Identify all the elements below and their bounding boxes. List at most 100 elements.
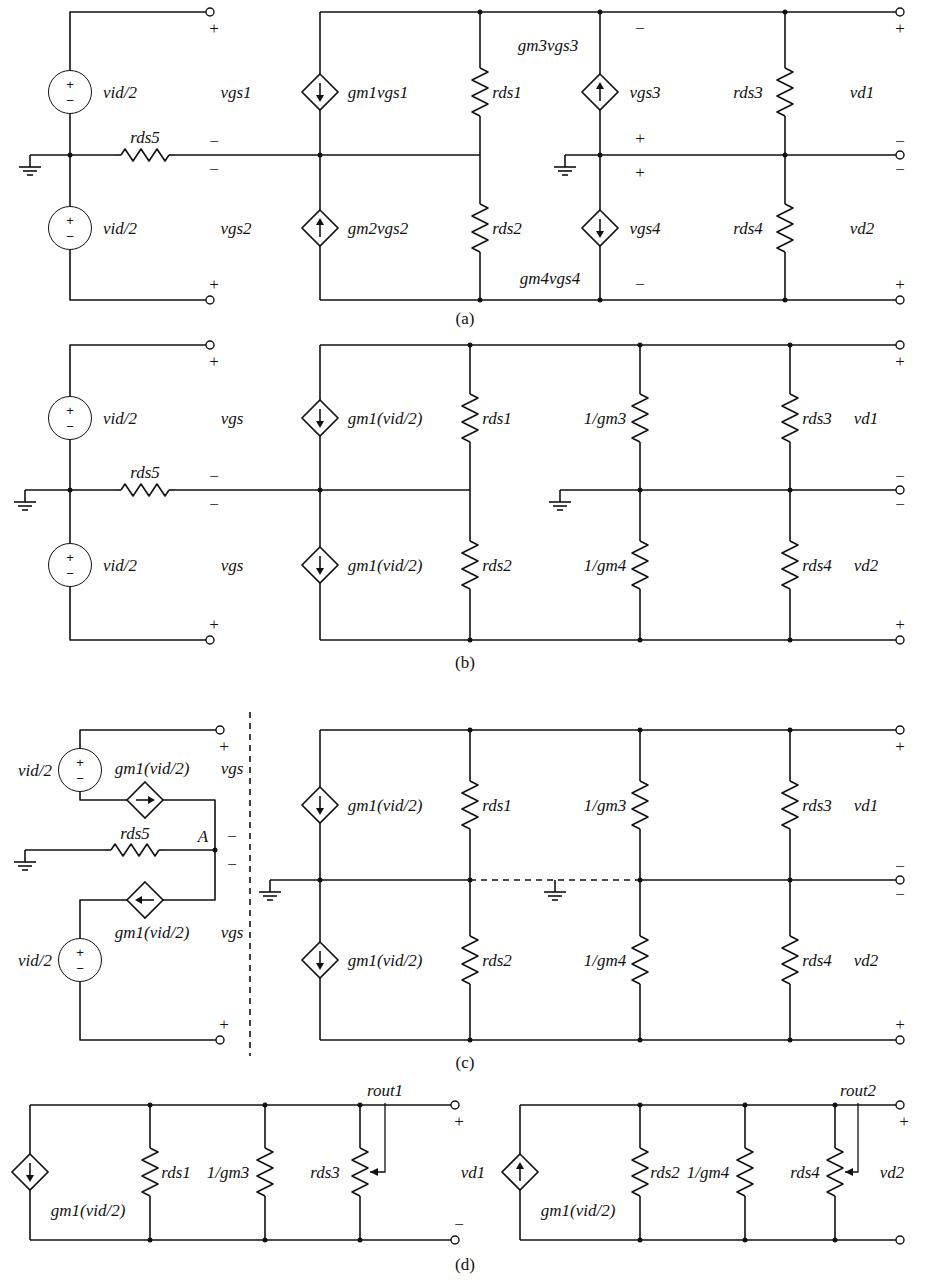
junction-dot [783, 153, 788, 158]
current-arrow [136, 799, 149, 801]
wire [319, 155, 321, 210]
resistor-symbol [632, 1148, 648, 1196]
leader-arrowhead [370, 1168, 378, 1176]
wire [640, 879, 896, 881]
resistor-symbol [632, 781, 648, 829]
wire [520, 1104, 896, 1106]
circuit-label: rds2 [482, 557, 512, 574]
wire [784, 116, 786, 155]
polarity-sign: − [895, 133, 905, 150]
wire [639, 1105, 641, 1148]
wire [70, 345, 206, 396]
polarity-sign: − [66, 567, 74, 580]
resistor-symbol [777, 68, 793, 116]
ground-symbol [548, 895, 562, 897]
circuit-label: rds5 [120, 825, 150, 842]
wire [69, 114, 71, 206]
wire [639, 730, 641, 781]
circuit-label: 1/gm4 [584, 557, 627, 574]
wire [789, 442, 791, 490]
polarity-sign: + [209, 20, 219, 37]
current-arrow [319, 83, 321, 96]
circuit-label: vgs4 [629, 220, 660, 237]
wire [479, 12, 481, 68]
resistor-symbol [632, 394, 648, 442]
wire [320, 729, 896, 731]
polarity-sign: − [66, 420, 74, 433]
polarity-sign: + [66, 214, 74, 227]
junction-dot [468, 1038, 473, 1043]
resistor-symbol [472, 204, 488, 252]
junction-dot [598, 153, 603, 158]
dependent-source-symbol [502, 1154, 538, 1190]
wire [469, 984, 471, 1040]
circuit-label: gm1(vid/2) [115, 924, 190, 941]
resistor-symbol [827, 1148, 843, 1196]
wire [744, 1105, 746, 1148]
ground-symbol [18, 865, 32, 867]
circuit-label: gm2vgs2 [348, 220, 408, 237]
wire [30, 1239, 451, 1241]
resistor-symbol [462, 394, 478, 442]
terminal [896, 151, 904, 159]
wire [249, 712, 251, 1056]
junction-dot [833, 1103, 838, 1108]
circuit-label: rds2 [492, 220, 522, 237]
wire [359, 1105, 361, 1148]
current-arrowhead [316, 568, 324, 575]
circuit-label: gm4vgs4 [520, 270, 580, 287]
wire [599, 12, 601, 74]
wire [639, 345, 641, 394]
terminal [206, 8, 214, 16]
wire [834, 1105, 836, 1148]
wire [319, 490, 321, 547]
polarity-sign: + [895, 738, 905, 755]
current-arrow [319, 409, 321, 422]
wire [469, 442, 471, 490]
circuit-label: gm1vgs1 [348, 84, 408, 101]
dependent-source-symbol [302, 74, 338, 110]
junction-dot [788, 878, 793, 883]
junction-dot [318, 878, 323, 883]
wire [320, 639, 896, 641]
resistor-symbol [782, 936, 798, 984]
circuit-label: vgs2 [220, 220, 251, 237]
voltage-source: +− [58, 938, 102, 982]
current-arrow [319, 224, 321, 237]
polarity-sign: + [219, 738, 229, 755]
polarity-sign: − [895, 886, 905, 903]
junction-dot [788, 1038, 793, 1043]
current-arrow [319, 796, 321, 809]
wire [559, 490, 561, 502]
circuit-label: rds5 [130, 129, 160, 146]
circuit-label: vgs [221, 760, 244, 777]
wire [115, 489, 121, 491]
circuit-label: gm1(vid/2) [115, 760, 190, 777]
polarity-sign: − [895, 858, 905, 875]
wire [554, 880, 556, 892]
wire [319, 880, 321, 942]
current-arrowhead [26, 1175, 34, 1182]
current-arrowhead [596, 82, 604, 89]
resistor-symbol [782, 541, 798, 589]
junction-dot [598, 10, 603, 15]
voltage-source: +− [48, 543, 92, 587]
wire [169, 154, 175, 156]
polarity-sign: − [227, 856, 237, 873]
current-arrowhead [316, 808, 324, 815]
wire [25, 849, 105, 851]
polarity-sign: + [76, 756, 84, 769]
ground-symbol [18, 505, 32, 507]
current-arrow [141, 899, 154, 901]
wire [789, 589, 791, 640]
wire [70, 12, 206, 70]
junction-dot [638, 878, 643, 883]
dependent-source-symbol [582, 74, 618, 110]
circuit-label: rds3 [802, 797, 832, 814]
wire [159, 849, 165, 851]
junction-dot [468, 878, 473, 883]
voltage-source: +− [58, 748, 102, 792]
circuit-label: rds4 [790, 1164, 820, 1181]
wire [479, 155, 481, 204]
terminal [451, 1101, 459, 1109]
